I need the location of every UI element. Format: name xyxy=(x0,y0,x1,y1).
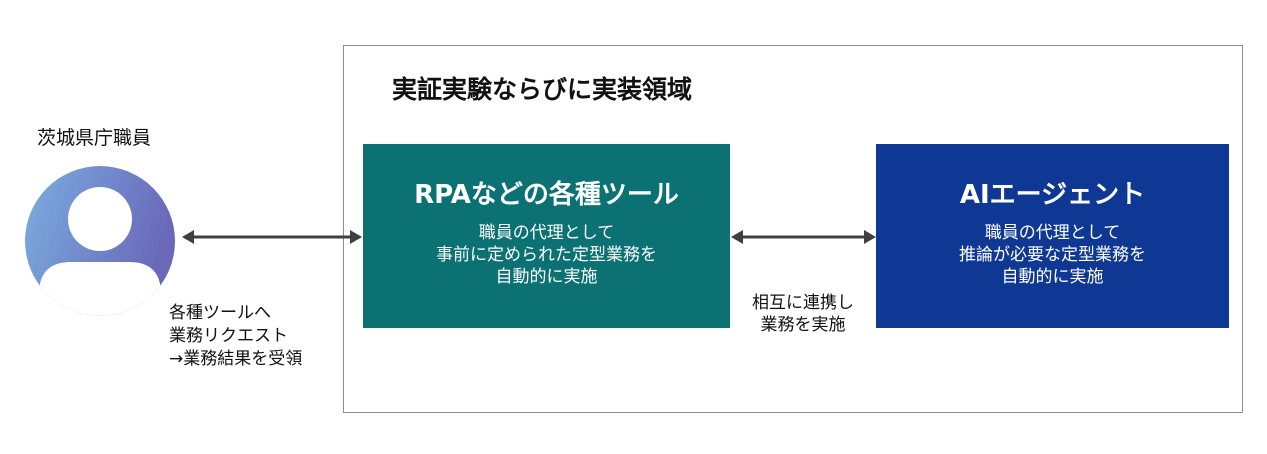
request-note-line: →業務結果を受領 xyxy=(169,349,303,369)
rpa-ai-arrow xyxy=(731,230,876,244)
region-title: 実証実験ならびに実装領域 xyxy=(392,75,693,104)
person-avatar-icon xyxy=(25,166,175,316)
ai-description: 職員の代理として 推論が必要な定型業務を 自動的に実施 xyxy=(876,222,1229,288)
avatar-graphic xyxy=(25,166,175,316)
ai-desc-line: 自動的に実施 xyxy=(1001,267,1104,287)
rpa-description: 職員の代理として 事前に定められた定型業務を 自動的に実施 xyxy=(363,222,730,288)
rpa-desc-line: 職員の代理として xyxy=(478,223,615,243)
implementation-region xyxy=(343,45,1243,413)
actor-label: 茨城県庁職員 xyxy=(37,127,152,149)
rpa-desc-line: 自動的に実施 xyxy=(495,267,598,287)
rpa-desc-line: 事前に定められた定型業務を xyxy=(436,245,657,265)
request-note-line: 各種ツールへ xyxy=(169,303,271,323)
request-note-line: 業務リクエスト xyxy=(169,326,288,346)
ai-title: AIエージェント xyxy=(959,180,1146,210)
collaboration-note-line: 相互に連携し xyxy=(752,293,854,313)
rpa-tools-box: RPAなどの各種ツール 職員の代理として 事前に定められた定型業務を 自動的に実… xyxy=(363,144,730,328)
collaboration-note-line: 業務を実施 xyxy=(760,315,846,335)
avatar-body xyxy=(39,262,161,316)
ai-desc-line: 推論が必要な定型業務を xyxy=(959,245,1146,265)
request-note: 各種ツールへ 業務リクエスト →業務結果を受領 xyxy=(169,302,302,371)
avatar-head xyxy=(68,187,132,251)
actor-rpa-arrow xyxy=(182,230,362,244)
rpa-title: RPAなどの各種ツール xyxy=(414,180,679,210)
collaboration-note: 相互に連携し 業務を実施 xyxy=(730,292,876,336)
ai-agent-box: AIエージェント 職員の代理として 推論が必要な定型業務を 自動的に実施 xyxy=(876,144,1229,328)
ai-desc-line: 職員の代理として xyxy=(984,223,1121,243)
